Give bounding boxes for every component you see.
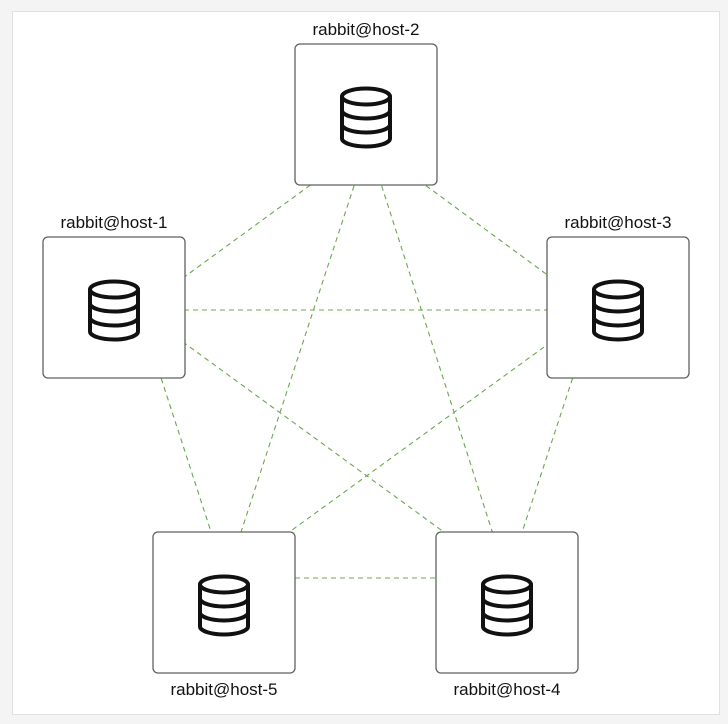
node-host-3[interactable]: rabbit@host-3	[546, 213, 690, 379]
node-host-4[interactable]: rabbit@host-4	[435, 531, 579, 699]
node-box	[42, 236, 186, 379]
node-label: rabbit@host-3	[564, 213, 671, 232]
node-label: rabbit@host-4	[453, 680, 560, 699]
node-box	[546, 236, 690, 379]
node-host-2[interactable]: rabbit@host-2	[294, 20, 438, 186]
node-host-5[interactable]: rabbit@host-5	[152, 531, 296, 699]
node-label: rabbit@host-5	[170, 680, 277, 699]
database-icon	[592, 279, 644, 342]
node-box	[294, 43, 438, 186]
database-icon	[198, 574, 250, 637]
node-label: rabbit@host-1	[60, 213, 167, 232]
edge-host-2-host-4	[368, 143, 507, 578]
node-box	[152, 531, 296, 674]
nodes-layer: rabbit@host-1 rabbit@host-2 rabbit@host-3 r…	[42, 20, 690, 699]
edge-host-2-host-5	[226, 143, 368, 578]
node-box	[435, 531, 579, 674]
database-icon	[481, 574, 533, 637]
database-icon	[340, 86, 392, 149]
node-host-1[interactable]: rabbit@host-1	[42, 213, 186, 379]
node-label: rabbit@host-2	[312, 20, 419, 39]
edges-layer	[139, 143, 595, 578]
database-icon	[88, 279, 140, 342]
